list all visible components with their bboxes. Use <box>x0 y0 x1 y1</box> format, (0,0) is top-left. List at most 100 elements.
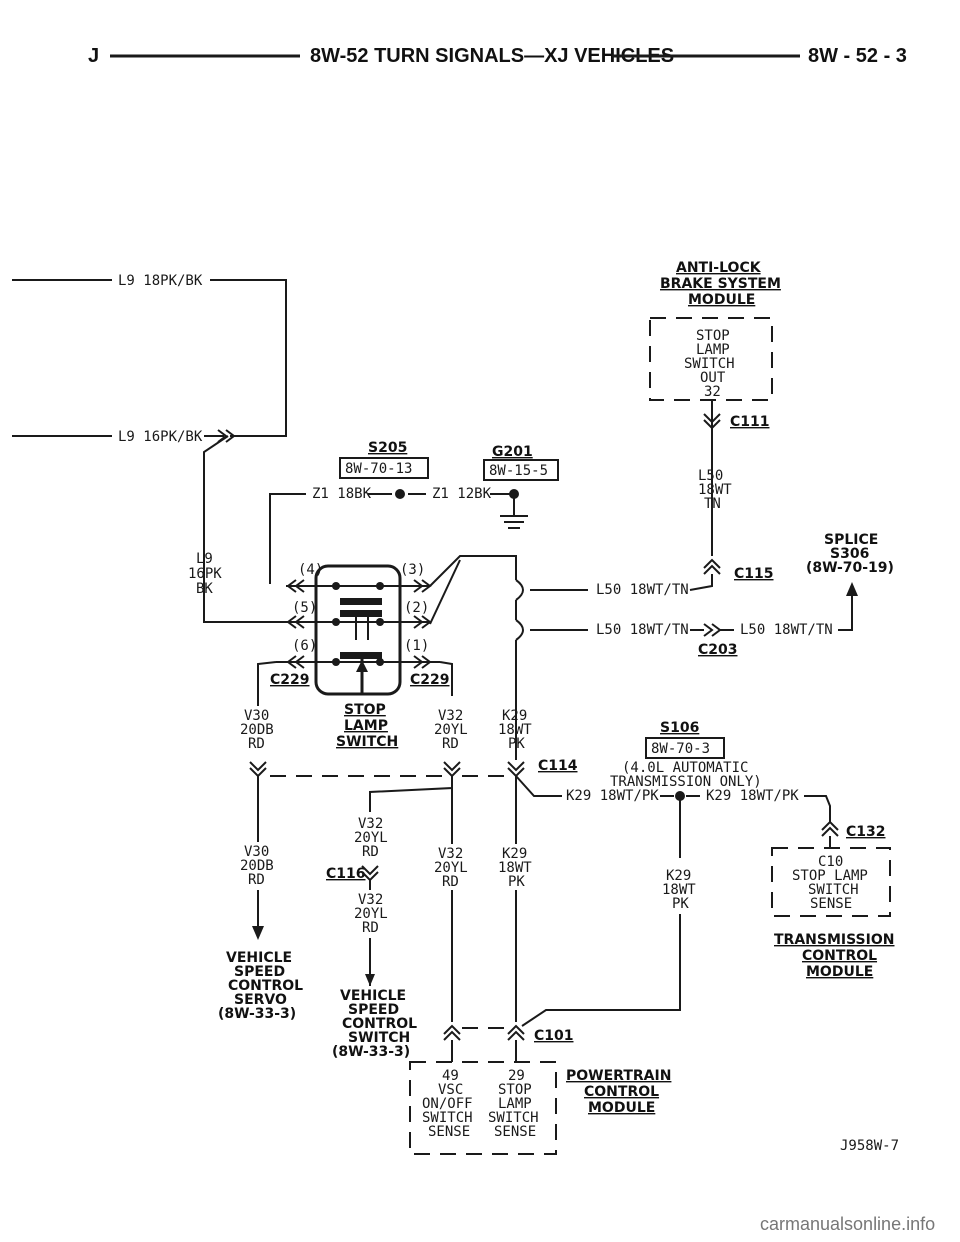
pin-2-label: (2) <box>404 600 429 616</box>
v32-top-1: V32 <box>438 708 463 724</box>
abs-title-1: ANTI-LOCK <box>676 260 762 276</box>
c114-v30-connector-icon <box>249 761 267 778</box>
v32-mid-1: V32 <box>358 816 383 832</box>
page-title: 8W-52 TURN SIGNALS—XJ VEHICLES <box>310 45 674 67</box>
l9-vert-label-3: BK <box>196 581 213 597</box>
servo-arrow-icon <box>252 926 264 940</box>
vsc-servo-2: SPEED <box>234 964 285 980</box>
l50-label-c: L50 18WT/TN <box>740 622 833 638</box>
s106-ref: 8W-70-3 <box>651 741 710 757</box>
g201-label: G201 <box>492 444 533 460</box>
c116-label: C116 <box>326 866 366 882</box>
l50-crossover-a <box>515 579 524 601</box>
abs-title-2: BRAKE SYSTEM <box>660 276 781 292</box>
s205-splice-dot <box>395 489 405 499</box>
tcm-pin-2: STOP LAMP <box>792 868 868 884</box>
c114-label: C114 <box>538 758 578 774</box>
g201-ref: 8W-15-5 <box>489 463 548 479</box>
pin-3-connector-icon <box>413 579 432 593</box>
l50-switch-wire-a <box>429 555 517 587</box>
v30-bot-2: 20DB <box>240 858 274 874</box>
l50-switch-wire-b <box>429 559 461 625</box>
v32-top-2: 20YL <box>434 722 468 738</box>
switch-title-1: STOP <box>344 702 386 718</box>
vsc-switch-1: VEHICLE <box>340 988 406 1004</box>
k29-top-3: PK <box>508 736 525 752</box>
c229-left-label: C229 <box>270 672 310 688</box>
l50-label-a: L50 18WT/TN <box>596 582 689 598</box>
v32-mid2-2: 20YL <box>434 860 468 876</box>
k29-to-pcm <box>521 914 681 1027</box>
pin-2-connector-icon <box>413 615 432 629</box>
k29-branch <box>515 775 562 797</box>
pcm-title-2: CONTROL <box>584 1084 659 1100</box>
c101-k29-connector-icon <box>507 1024 525 1041</box>
tcm-pin-3: SWITCH <box>808 882 859 898</box>
k29-right-2: 18WT <box>662 882 696 898</box>
v30-top-3: RD <box>248 736 265 752</box>
pin-4-label: (4) <box>298 562 323 578</box>
c114-k29-connector-icon <box>507 761 525 778</box>
v30-top-2: 20DB <box>240 722 274 738</box>
c101-v32-connector-icon <box>443 1024 461 1041</box>
s306-2: S306 <box>830 546 869 562</box>
vsc-switch-4: SWITCH <box>348 1030 410 1046</box>
vsc-switch-2: SPEED <box>348 1002 399 1018</box>
terminal-dot <box>332 618 340 626</box>
stop-lamp-switch-body <box>314 564 402 696</box>
pcm-49-4: SWITCH <box>422 1110 473 1126</box>
switch-title-2: LAMP <box>344 718 388 734</box>
s306-1: SPLICE <box>824 532 878 548</box>
s106-splice-dot <box>675 791 685 801</box>
pcm-29-5: SENSE <box>494 1124 536 1140</box>
l9-top-label: L9 18PK/BK <box>118 273 203 289</box>
pcm-title-1: POWERTRAIN <box>566 1068 671 1084</box>
s306-arrow-icon <box>846 582 858 596</box>
terminal-dot <box>376 658 384 666</box>
vsc-switch-3: CONTROL <box>342 1016 417 1032</box>
l50-label-b: L50 18WT/TN <box>596 622 689 638</box>
pin-1-connector-icon <box>413 655 432 669</box>
c132-connector-icon <box>821 820 839 837</box>
l9-vert-wire <box>203 435 276 623</box>
v32-mid-2: 20YL <box>354 830 388 846</box>
figure-id: J958W-7 <box>840 1138 899 1154</box>
pcm-49-3: ON/OFF <box>422 1096 473 1112</box>
ground-icon <box>500 515 528 529</box>
s306-3: (8W-70-19) <box>806 560 894 576</box>
s205-ref: 8W-70-13 <box>345 461 412 477</box>
k29-h1-label: K29 18WT/PK <box>566 788 659 804</box>
pcm-29-1: 29 <box>508 1068 525 1084</box>
pcm-title-3: MODULE <box>588 1100 655 1116</box>
terminal-dot <box>332 658 340 666</box>
l50-vert-3: TN <box>704 496 721 512</box>
c114-v32-connector-icon <box>443 761 461 778</box>
header-left: J <box>88 45 99 67</box>
pcm-49-2: VSC <box>438 1082 463 1098</box>
s106-note-2: TRANSMISSION ONLY) <box>610 774 762 790</box>
pin-4-connector-icon <box>286 579 305 593</box>
l50-crossover-b <box>515 619 524 641</box>
v30-bot-3: RD <box>248 872 265 888</box>
z1-label-b: Z1 12BK <box>432 486 492 502</box>
page-number: 8W - 52 - 3 <box>808 45 907 67</box>
v32-top-3: RD <box>442 736 459 752</box>
s106-label: S106 <box>660 720 699 736</box>
v32-branch <box>369 776 453 812</box>
l9-vert-label-1: L9 <box>196 551 213 567</box>
abs-pin-5: 32 <box>704 384 721 400</box>
l50-elbow <box>689 574 713 591</box>
s205-ref-box <box>339 457 429 479</box>
vsc-switch-5: (8W-33-3) <box>332 1044 410 1060</box>
tcm-title-1: TRANSMISSION <box>774 932 894 948</box>
g201-ref-box <box>483 459 559 481</box>
s106-ref-box <box>645 737 725 759</box>
v32-mid2-1: V32 <box>438 846 463 862</box>
tcm-title-2: CONTROL <box>802 948 877 964</box>
tcm-title-3: MODULE <box>806 964 873 980</box>
k29-top-1: K29 <box>502 708 527 724</box>
watermark: carmanualsonline.info <box>760 1214 935 1234</box>
switch-title-3: SWITCH <box>336 734 398 750</box>
c111-label: C111 <box>730 414 770 430</box>
